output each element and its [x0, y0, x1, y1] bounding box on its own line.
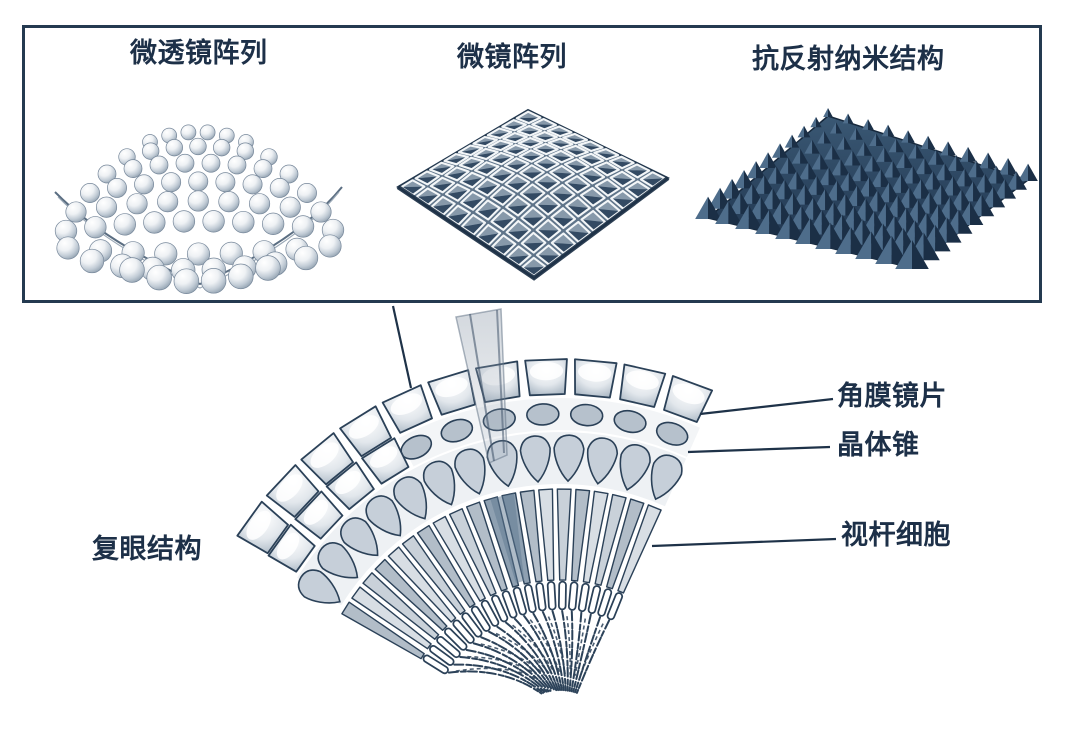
- part-label-crystalline-cone: 晶体锥: [837, 430, 920, 460]
- compound-eye-label: 复眼结构: [92, 534, 202, 564]
- part-label-corneal-lens: 角膜镜片: [837, 381, 947, 411]
- panel-label-antireflective-nanostructure: 抗反射纳米结构: [752, 44, 945, 74]
- panel-label-micromirror-array: 微镜阵列: [457, 42, 567, 72]
- panel-label-microlens-array: 微透镜阵列: [130, 38, 268, 68]
- part-label-rod-cells: 视杆细胞: [841, 520, 951, 550]
- light-beam: [455, 308, 508, 465]
- leader-lines: [391, 305, 837, 548]
- compound-eye-figure: [236, 358, 714, 695]
